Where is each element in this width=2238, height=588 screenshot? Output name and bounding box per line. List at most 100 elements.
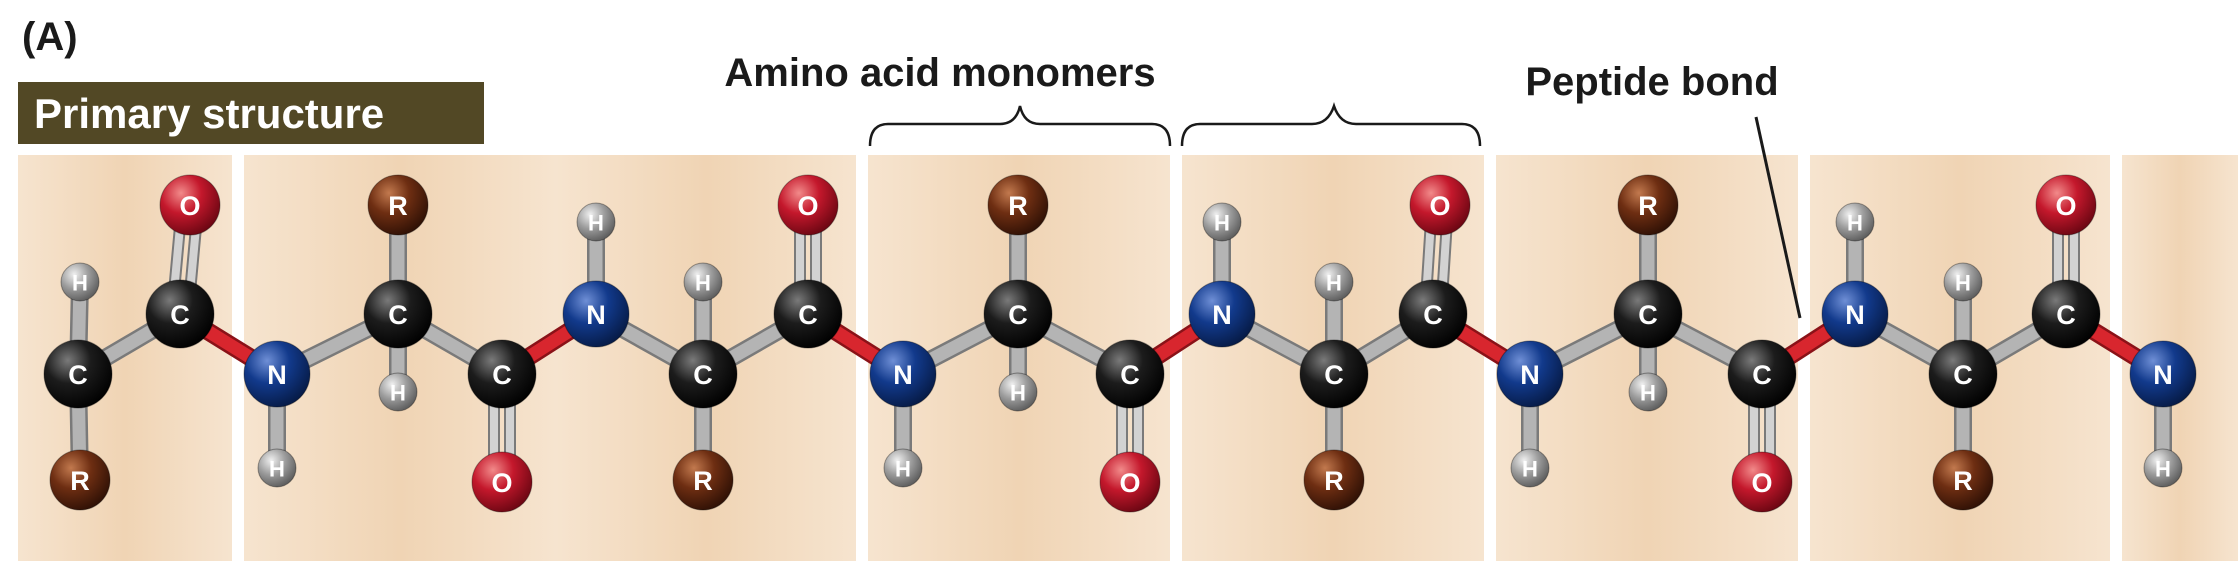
- atom-symbol: N: [1845, 300, 1865, 330]
- atom-symbol: O: [2055, 191, 2076, 221]
- nitrogen-atom: N: [1496, 340, 1564, 408]
- atom-symbol: H: [1010, 381, 1026, 406]
- atom-symbol: H: [1640, 381, 1656, 406]
- amino-acid-monomers-label: Amino acid monomers: [724, 51, 1155, 95]
- atom-symbol: N: [1520, 360, 1540, 390]
- oxygen-atom: O: [2035, 174, 2097, 236]
- hydrogen-atom: H: [1835, 202, 1875, 242]
- atom-symbol: R: [388, 191, 408, 221]
- atom-symbol: C: [1120, 360, 1140, 390]
- atom-symbol: C: [1008, 300, 1028, 330]
- atom-symbol: O: [491, 468, 512, 498]
- r-group-atom: R: [367, 174, 429, 236]
- atom-symbol: C: [1324, 360, 1344, 390]
- r-group-atom: R: [987, 174, 1049, 236]
- atom-symbol: O: [1751, 468, 1772, 498]
- atom-symbol: C: [1638, 300, 1658, 330]
- carbon-atom: C: [1928, 339, 1998, 409]
- atom-symbol: N: [1212, 300, 1232, 330]
- atom-symbol: O: [797, 191, 818, 221]
- atom-symbol: R: [1008, 191, 1028, 221]
- oxygen-atom: O: [471, 451, 533, 513]
- r-group-atom: R: [672, 449, 734, 511]
- atom-symbol: C: [388, 300, 408, 330]
- carbon-atom: C: [2031, 279, 2101, 349]
- r-group-atom: R: [49, 449, 111, 511]
- atom-symbol: O: [1119, 468, 1140, 498]
- hydrogen-atom: H: [60, 262, 100, 302]
- hydrogen-atom: H: [378, 372, 418, 412]
- carbon-atom: C: [983, 279, 1053, 349]
- atom-symbol: H: [695, 271, 711, 296]
- atom-symbol: N: [893, 360, 913, 390]
- atom-symbol: C: [1752, 360, 1772, 390]
- atom-symbol: R: [70, 466, 90, 496]
- hydrogen-atom: H: [998, 372, 1038, 412]
- atom-symbol: C: [798, 300, 818, 330]
- nitrogen-atom: N: [562, 280, 630, 348]
- nitrogen-atom: N: [869, 340, 937, 408]
- atom-symbol: H: [588, 211, 604, 236]
- atom-symbol: R: [1638, 191, 1658, 221]
- atom-symbol: H: [1955, 271, 1971, 296]
- oxygen-atom: O: [159, 174, 221, 236]
- oxygen-atom: O: [1409, 174, 1471, 236]
- atom-symbol: H: [1847, 211, 1863, 236]
- r-group-atom: R: [1932, 449, 1994, 511]
- peptide-bond-label: Peptide bond: [1525, 60, 1778, 104]
- title-badge: [18, 82, 484, 144]
- peptide-bond-pointer: [1754, 116, 1802, 319]
- atom-symbol: N: [267, 360, 287, 390]
- hydrogen-atom: H: [2143, 448, 2183, 488]
- nitrogen-atom: N: [1188, 280, 1256, 348]
- atom-symbol: O: [1429, 191, 1450, 221]
- carbon-atom: C: [43, 339, 113, 409]
- atom-symbol: N: [586, 300, 606, 330]
- carbon-atom: C: [363, 279, 433, 349]
- atom-symbol: H: [269, 457, 285, 482]
- title-badge-text: Primary structure: [34, 90, 384, 137]
- atom-symbol: O: [179, 191, 200, 221]
- hydrogen-atom: H: [1202, 202, 1242, 242]
- hydrogen-atom: H: [1314, 262, 1354, 302]
- carbon-atom: C: [1398, 279, 1468, 349]
- atom-symbol: C: [170, 300, 190, 330]
- hydrogen-atom: H: [1510, 448, 1550, 488]
- atom-symbol: C: [2056, 300, 2076, 330]
- carbon-atom: C: [1095, 339, 1165, 409]
- atom-symbol: R: [1953, 466, 1973, 496]
- hydrogen-atom: H: [576, 202, 616, 242]
- atom-symbol: C: [1953, 360, 1973, 390]
- atom-symbol: C: [693, 360, 713, 390]
- atom-symbol: H: [1522, 457, 1538, 482]
- atom-symbol: H: [1214, 211, 1230, 236]
- atom-symbol: R: [1324, 466, 1344, 496]
- hydrogen-atom: H: [883, 448, 923, 488]
- carbon-atom: C: [773, 279, 843, 349]
- panel-label: (A): [22, 15, 78, 59]
- atom-symbol: C: [68, 360, 88, 390]
- atom-symbol: H: [895, 457, 911, 482]
- monomer-bracket-left: [868, 105, 1172, 147]
- carbon-atom: C: [1299, 339, 1369, 409]
- hydrogen-atom: H: [257, 448, 297, 488]
- atom-symbol: C: [492, 360, 512, 390]
- hydrogen-atom: H: [1943, 262, 1983, 302]
- r-group-atom: R: [1617, 174, 1679, 236]
- atom-symbol: H: [2155, 457, 2171, 482]
- carbon-atom: C: [1613, 279, 1683, 349]
- oxygen-atom: O: [1099, 451, 1161, 513]
- hydrogen-atom: H: [1628, 372, 1668, 412]
- atom-symbol: R: [693, 466, 713, 496]
- atom-symbol: H: [390, 381, 406, 406]
- atom-symbol: C: [1423, 300, 1443, 330]
- atoms: C H R C O N H C R H C O N H C H R C O N H C R H C O N H C H R C O N H C R H C O…: [43, 174, 2197, 513]
- carbon-atom: C: [467, 339, 537, 409]
- nitrogen-atom: N: [1821, 280, 1889, 348]
- atom-symbol: H: [1326, 271, 1342, 296]
- r-group-atom: R: [1303, 449, 1365, 511]
- nitrogen-atom: N: [243, 340, 311, 408]
- atom-symbol: N: [2153, 360, 2173, 390]
- carbon-atom: C: [145, 279, 215, 349]
